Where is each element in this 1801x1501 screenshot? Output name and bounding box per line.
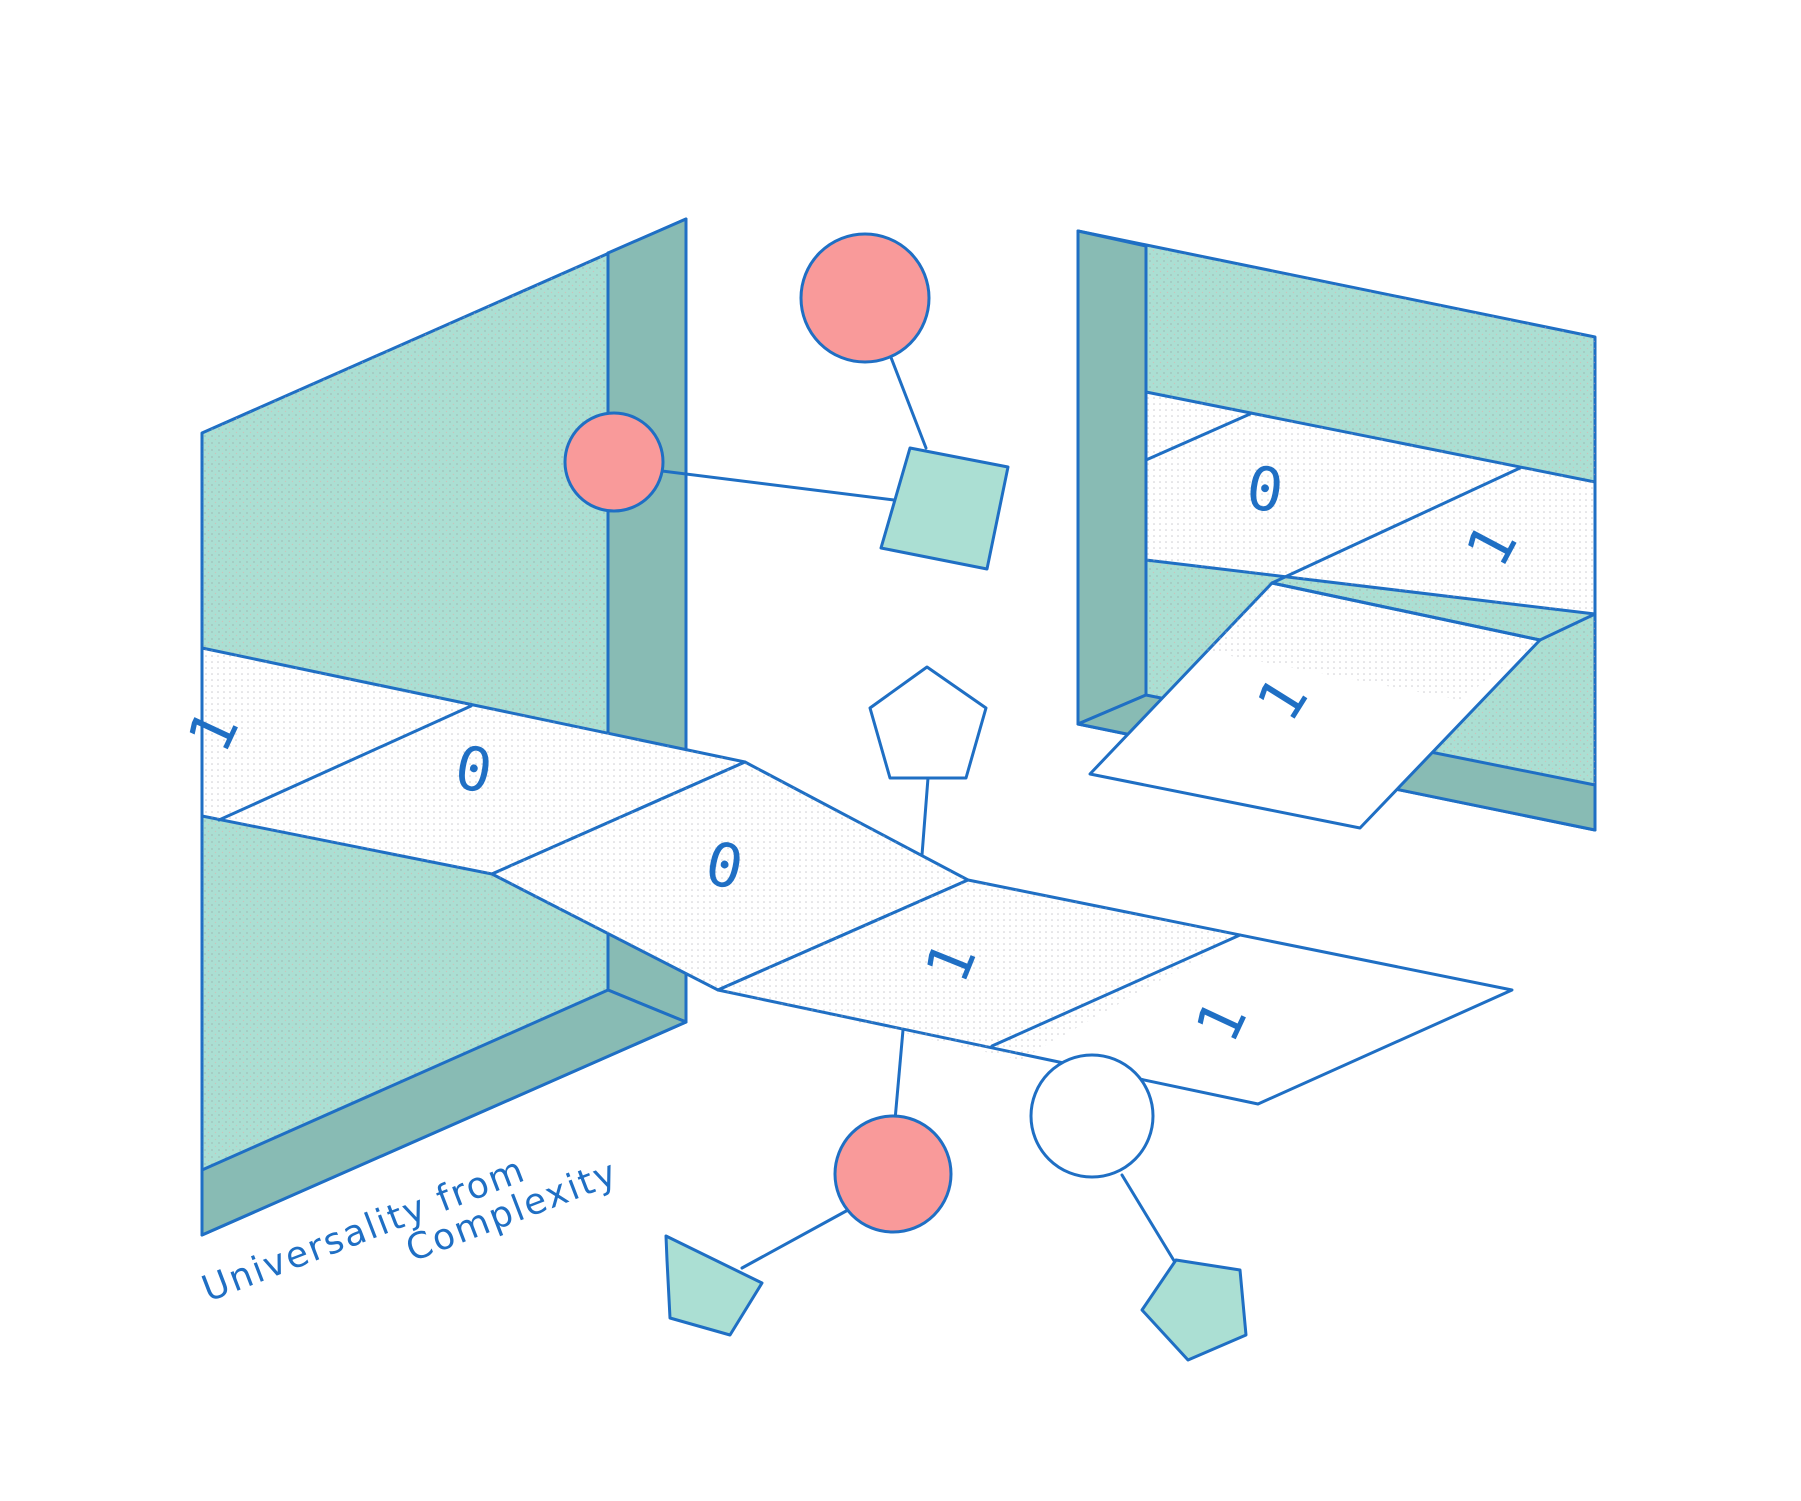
red-node-wall: [563, 411, 665, 513]
teal-pentagon-node-right: [1140, 1258, 1248, 1362]
red-node-top: [799, 232, 931, 364]
teal-pentagon-node-left: [664, 1234, 764, 1337]
main-tape: [200, 646, 1514, 1106]
nodes: [563, 232, 1248, 1362]
white-pentagon-node: [868, 665, 988, 780]
red-node-bottom: [833, 1114, 953, 1234]
connector-lines: [612, 296, 1178, 1270]
left-wall-bottom-edge: [200, 988, 688, 1237]
right-wall-side-edge: [1076, 229, 1148, 726]
white-node-bottom: [1029, 1053, 1155, 1179]
teal-square-node: [879, 446, 1010, 571]
right-tape: [1088, 390, 1597, 830]
